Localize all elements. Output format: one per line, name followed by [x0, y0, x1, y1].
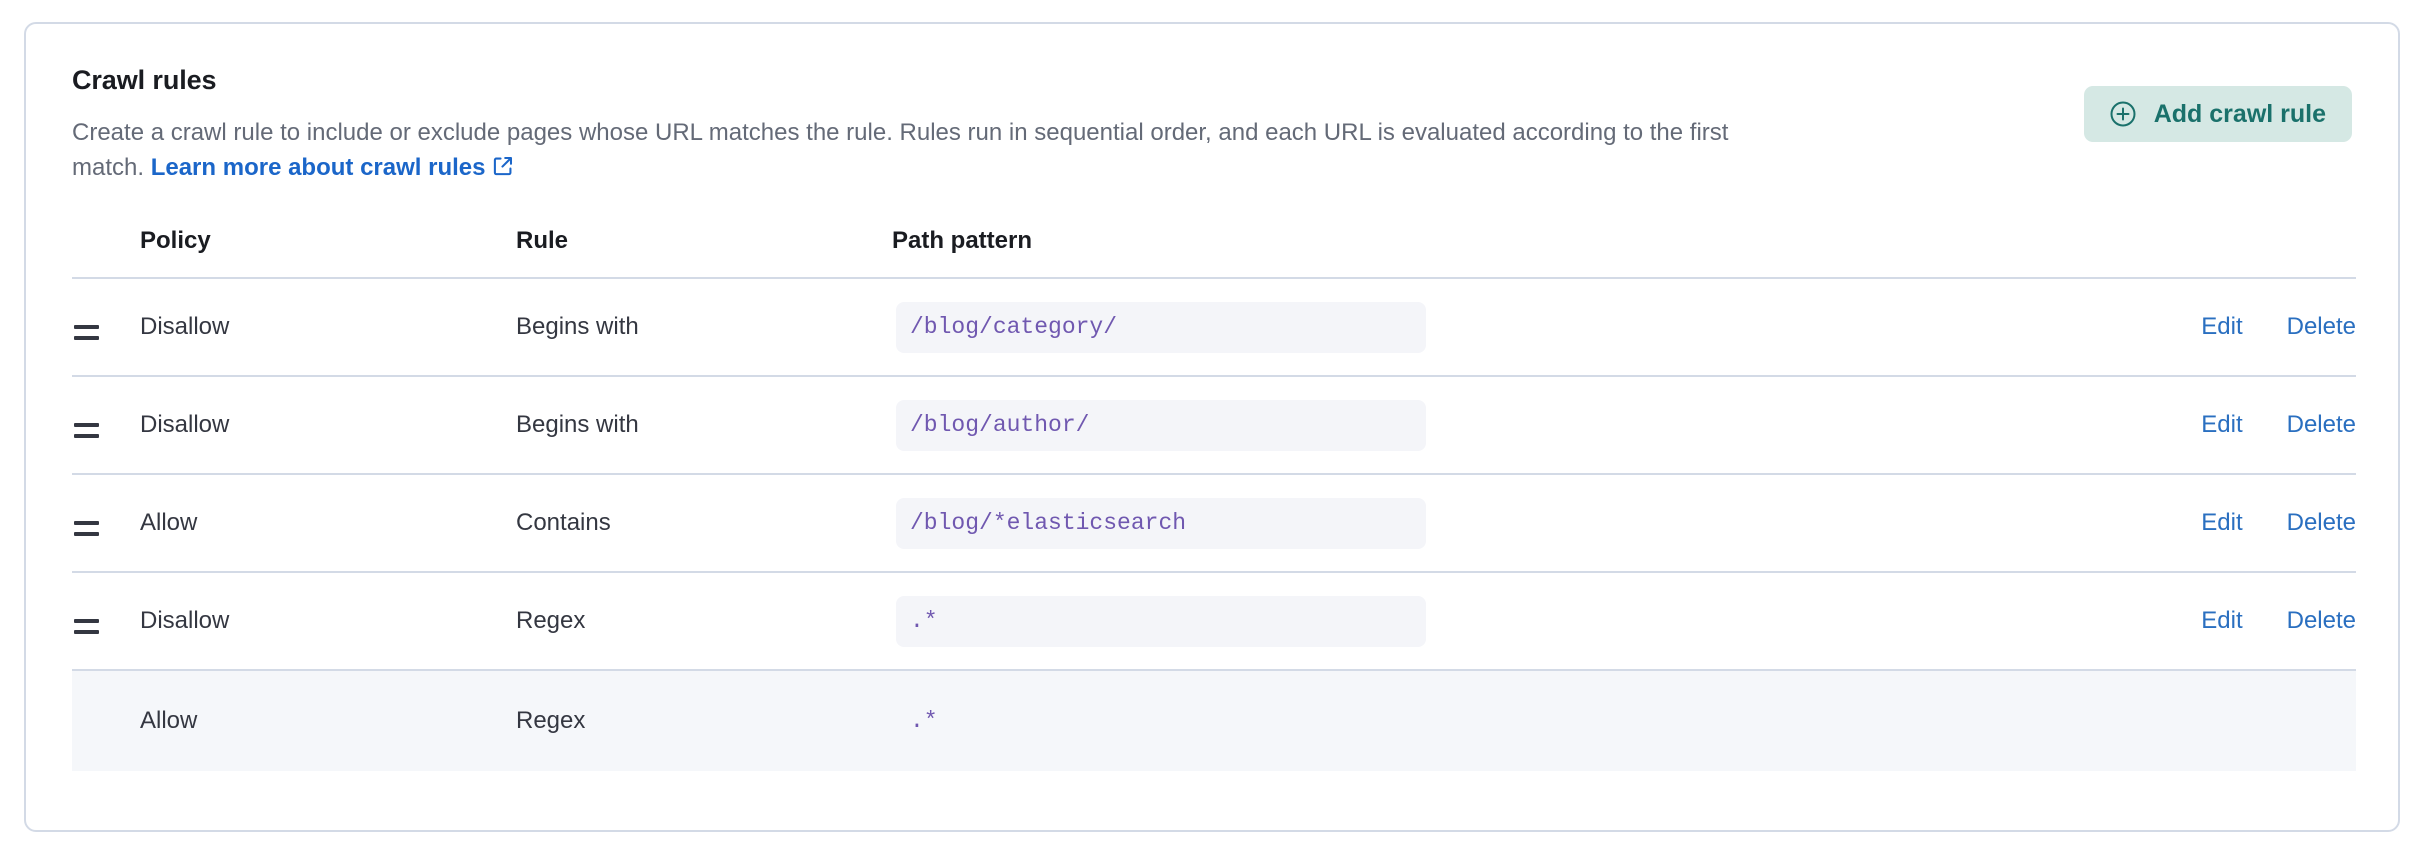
crawl-rules-table: Policy Rule Path pattern Disallow Begins… — [72, 227, 2356, 772]
row-path-pattern-cell: /blog/author/ — [892, 376, 2014, 476]
plus-in-circle-icon — [2108, 99, 2138, 129]
row-rule: Contains — [516, 474, 892, 574]
row-actions-cell: Edit Delete — [2014, 572, 2356, 672]
row-rule: Begins with — [516, 376, 892, 476]
table-row-default-rule: Allow Regex .* — [72, 670, 2356, 772]
row-actions: Edit Delete — [2014, 313, 2356, 341]
row-rule: Begins with — [516, 278, 892, 378]
drag-handle-icon[interactable] — [72, 319, 101, 346]
edit-link[interactable]: Edit — [2201, 411, 2243, 439]
row-actions: Edit Delete — [2014, 509, 2356, 537]
row-path-pattern-cell: .* — [892, 572, 2014, 672]
path-pattern-value: .* — [910, 707, 938, 734]
table-header-row: Policy Rule Path pattern — [72, 227, 2356, 280]
row-actions: Edit Delete — [2014, 607, 2356, 635]
row-policy: Disallow — [140, 572, 516, 672]
row-handle-cell — [72, 376, 140, 476]
column-header-path-pattern: Path pattern — [892, 227, 2014, 280]
card-description: Create a crawl rule to include or exclud… — [72, 116, 1752, 188]
drag-handle-icon[interactable] — [72, 515, 101, 542]
row-path-pattern-cell: /blog/*elasticsearch — [892, 474, 2014, 574]
row-policy: Allow — [140, 474, 516, 574]
row-rule: Regex — [516, 670, 892, 772]
row-policy: Disallow — [140, 278, 516, 378]
page-title: Crawl rules — [72, 65, 217, 95]
path-pattern-value: .* — [896, 595, 1426, 647]
column-header-rule: Rule — [516, 227, 892, 280]
crawl-rules-card: Crawl rules Create a crawl rule to inclu… — [24, 22, 2400, 832]
row-path-pattern-cell: /blog/category/ — [892, 278, 2014, 378]
row-path-pattern-cell: .* — [892, 670, 2014, 772]
table-row: Allow Contains /blog/*elasticsearch Edit… — [72, 474, 2356, 574]
row-policy: Disallow — [140, 376, 516, 476]
drag-handle-icon[interactable] — [72, 613, 101, 640]
add-crawl-rule-button[interactable]: Add crawl rule — [2083, 86, 2352, 142]
card-header: Crawl rules Create a crawl rule to inclu… — [72, 64, 2352, 187]
delete-link[interactable]: Delete — [2286, 509, 2356, 537]
table-row: Disallow Begins with /blog/category/ Edi… — [72, 278, 2356, 378]
learn-more-label: Learn more about crawl rules — [150, 153, 486, 181]
add-crawl-rule-label: Add crawl rule — [2153, 99, 2326, 128]
table-row: Disallow Begins with /blog/author/ Edit … — [72, 376, 2356, 476]
path-pattern-value: /blog/author/ — [896, 399, 1426, 451]
row-handle-cell — [72, 670, 140, 772]
edit-link[interactable]: Edit — [2201, 313, 2243, 341]
row-policy: Allow — [140, 670, 516, 772]
column-header-policy: Policy — [140, 227, 516, 280]
table-body: Disallow Begins with /blog/category/ Edi… — [72, 278, 2356, 772]
column-header-handle — [72, 227, 140, 280]
row-actions-cell: Edit Delete — [2014, 474, 2356, 574]
row-handle-cell — [72, 572, 140, 672]
delete-link[interactable]: Delete — [2286, 313, 2356, 341]
table-header: Policy Rule Path pattern — [72, 227, 2356, 280]
delete-link[interactable]: Delete — [2286, 607, 2356, 635]
row-actions-cell: Edit Delete — [2014, 376, 2356, 476]
edit-link[interactable]: Edit — [2201, 509, 2243, 537]
learn-more-link[interactable]: Learn more about crawl rules — [151, 154, 515, 181]
card-description-text: Create a crawl rule to include or exclud… — [72, 118, 1729, 181]
table-row: Disallow Regex .* Edit Delete — [72, 572, 2356, 672]
row-actions-cell — [2014, 670, 2356, 772]
external-link-icon — [492, 153, 514, 188]
delete-link[interactable]: Delete — [2286, 411, 2356, 439]
path-pattern-value: /blog/*elasticsearch — [896, 497, 1426, 549]
edit-link[interactable]: Edit — [2201, 607, 2243, 635]
row-actions: Edit Delete — [2014, 411, 2356, 439]
path-pattern-value: /blog/category/ — [896, 301, 1426, 353]
row-handle-cell — [72, 474, 140, 574]
row-rule: Regex — [516, 572, 892, 672]
drag-handle-icon[interactable] — [72, 417, 101, 444]
row-actions-cell: Edit Delete — [2014, 278, 2356, 378]
column-header-actions — [2014, 227, 2356, 280]
row-handle-cell — [72, 278, 140, 378]
